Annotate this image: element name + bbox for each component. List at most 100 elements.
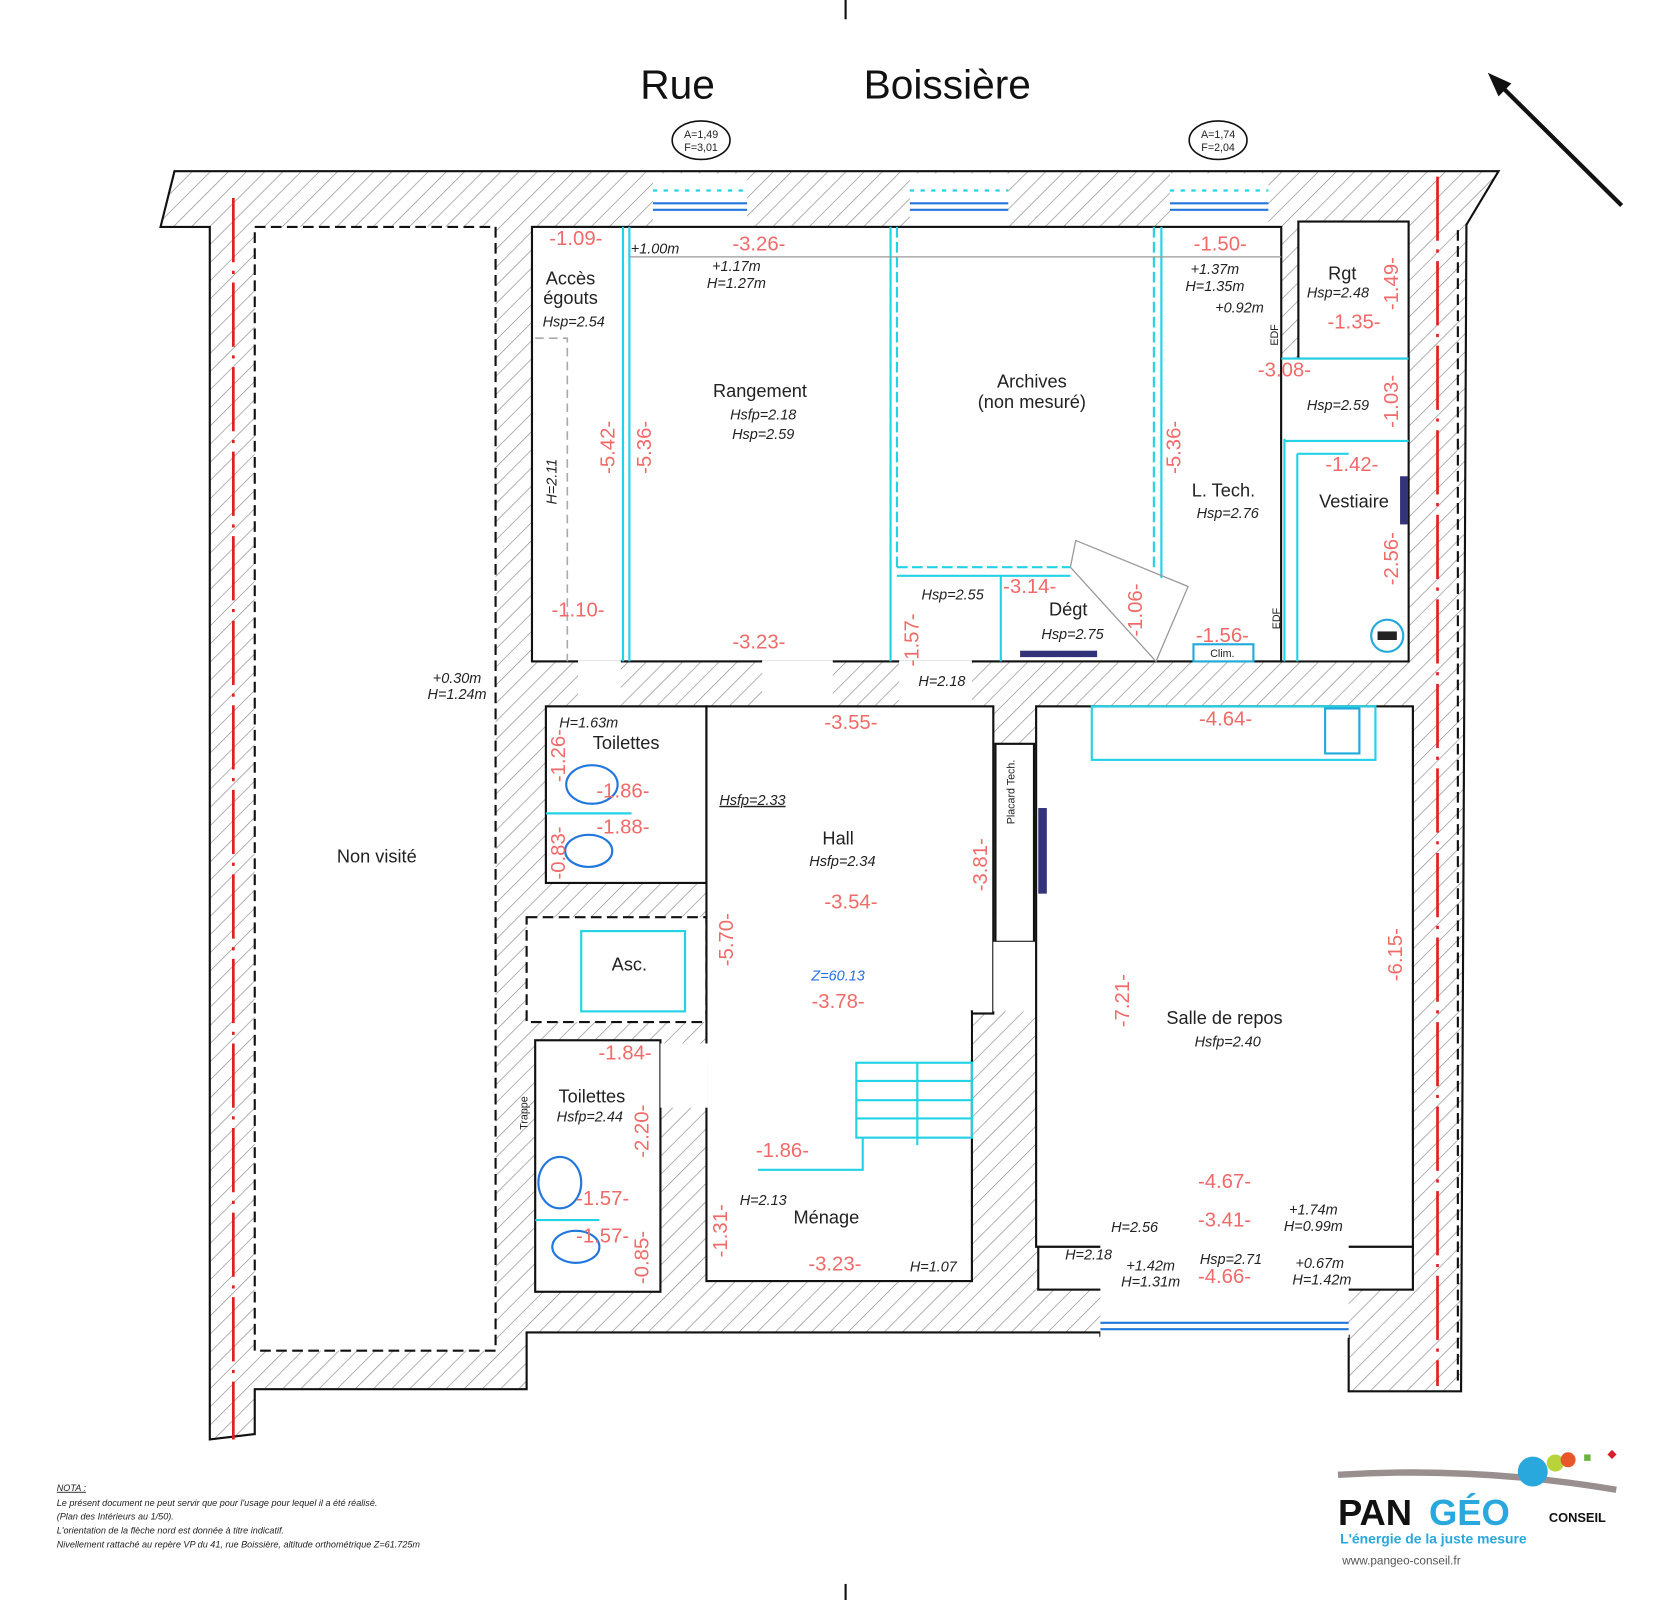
doorway	[762, 660, 833, 709]
logo-tagline: L'énergie de la juste mesure	[1340, 1530, 1527, 1546]
zone-non-visite	[253, 225, 497, 1352]
annotation: H=2.13	[740, 1193, 787, 1209]
facade-window	[652, 173, 748, 227]
facade-window	[1169, 173, 1269, 227]
room-toilettes-top	[544, 705, 708, 885]
facade-window	[909, 173, 1009, 227]
window-tag: A=1,49 F=3,01	[671, 120, 731, 161]
room-toilettes-bottom	[534, 1039, 662, 1293]
svg-text:(Plan des Intérieurs au 1/50).: (Plan des Intérieurs au 1/50).	[57, 1512, 174, 1522]
dimension: -3.41-	[1198, 1209, 1251, 1231]
dimension: -1.10-	[551, 599, 604, 621]
room-label: Salle de repos	[1166, 1008, 1282, 1028]
street-name-boissiere: Boissière	[864, 61, 1031, 107]
room-height: Hsfp=2.40	[1195, 1035, 1261, 1051]
annotation: +1.17m	[712, 259, 761, 275]
room-label: Rangement	[713, 381, 807, 401]
dimension: -3.81-	[970, 838, 992, 891]
room-height: Hsfp=2.18	[730, 408, 796, 424]
room-height: Hsp=2.76	[1197, 506, 1260, 522]
svg-text:NOTA :: NOTA :	[57, 1483, 87, 1493]
room-label: Dégt	[1049, 599, 1087, 619]
dimension: -3.23-	[732, 632, 785, 654]
annotation: EDF	[1271, 607, 1283, 629]
dimension: -1.86-	[756, 1140, 809, 1162]
room-label: Trappe	[519, 1096, 531, 1130]
stairs	[757, 1061, 973, 1171]
room-height: Hsfp=2.33	[719, 793, 785, 809]
annotation: H=0.99m	[1284, 1219, 1343, 1235]
annotation: H=1.24m	[428, 687, 487, 703]
annotation: Hsp=2.71	[1200, 1252, 1262, 1268]
svg-text:Le présent document ne peut se: Le présent document ne peut servir que p…	[57, 1498, 378, 1508]
room-label: L. Tech.	[1192, 481, 1255, 501]
dimension: -2.20-	[632, 1105, 654, 1158]
room-hall	[705, 705, 995, 1015]
dimension: -1.50-	[1194, 233, 1247, 255]
dimension: -2.56-	[1381, 532, 1403, 585]
dimension: -0.83-	[548, 826, 570, 879]
dimension: -1.56-	[1196, 625, 1249, 647]
doorway	[899, 660, 972, 709]
clim-unit	[1192, 643, 1255, 663]
logo-geo: GÉO	[1429, 1492, 1510, 1533]
dimension: -1.42-	[1325, 454, 1378, 476]
dimension: -3.23-	[808, 1253, 861, 1275]
dimension: -5.70-	[716, 913, 738, 966]
partitions	[535, 226, 1409, 663]
svg-text:L'orientation de la flèche nor: L'orientation de la flèche nord est donn…	[57, 1526, 284, 1536]
dimension: -1.57-	[576, 1226, 629, 1248]
dimension: -3.55-	[824, 712, 877, 734]
street-name-rue: Rue	[640, 61, 715, 107]
dimension: -5.36-	[634, 421, 656, 474]
annotation: H=1.63m	[559, 716, 618, 732]
annotation: +0.67m	[1295, 1256, 1344, 1272]
annotation: Hsp=2.55	[922, 587, 985, 603]
annotation: H=2.18	[1065, 1248, 1112, 1264]
room-label: (non mesuré)	[978, 392, 1086, 412]
dimension: -1.35-	[1327, 312, 1380, 334]
annotation: H=1.31m	[1121, 1274, 1180, 1290]
annotation: +1.74m	[1289, 1203, 1338, 1219]
dimension: -3.26-	[732, 233, 785, 255]
dimension: -1.09-	[549, 228, 602, 250]
dimension: -7.21-	[1112, 974, 1134, 1027]
room-label: Vestiaire	[1319, 491, 1389, 511]
room-height: Hsfp=2.44	[557, 1110, 623, 1126]
annotation: +0.30m	[433, 671, 482, 687]
dimension: -4.64-	[1199, 709, 1252, 731]
dimension: -1.03-	[1381, 375, 1403, 428]
room-height: Hsp=2.75	[1041, 627, 1104, 643]
annotation: H=2.56	[1111, 1220, 1159, 1236]
dimension: -3.54-	[824, 892, 877, 914]
pangeo-logo: PAN GÉO CONSEIL L'énergie de la juste me…	[1337, 1449, 1617, 1568]
annotation: +1.37m	[1191, 262, 1240, 278]
dimension: -3.14-	[1003, 576, 1056, 598]
sanitary-fixtures	[535, 764, 632, 1264]
room-height: Hsp=2.48	[1307, 286, 1369, 302]
svg-text:A=1,74: A=1,74	[1201, 129, 1235, 141]
annotation: +1.42m	[1126, 1258, 1175, 1274]
room-height: Hsp=2.59	[1307, 398, 1369, 414]
dimension: -5.36-	[1164, 421, 1186, 474]
svg-text:A=1,49: A=1,49	[684, 129, 718, 141]
dimension: -0.85-	[632, 1231, 654, 1284]
room-height: Hsfp=2.34	[809, 854, 875, 870]
room-label: Placard Tech.	[1006, 760, 1018, 825]
room-label: Rgt	[1328, 263, 1356, 283]
room-label: Ménage	[793, 1207, 859, 1227]
dimension: -1.49-	[1381, 257, 1403, 310]
elevator-cabin	[580, 930, 687, 1013]
dimension: -1.57-	[576, 1188, 629, 1210]
nota-block: NOTA : Le présent document ne peut servi…	[57, 1483, 421, 1550]
room-asc	[525, 916, 708, 1024]
dimension: -1.86-	[596, 780, 649, 802]
annotation: H=1.35m	[1185, 279, 1244, 295]
annotation: H=1.07	[910, 1259, 958, 1275]
svg-text:Nivellement rattaché au repère: Nivellement rattaché au repère VP du 41,…	[57, 1540, 421, 1550]
annotation: H=2.11	[545, 459, 561, 505]
room-salle-de-repos	[1035, 705, 1414, 1248]
annotation: EDF	[1269, 324, 1281, 346]
room-label: Hall	[822, 828, 853, 848]
room-label: Non visité	[337, 847, 417, 867]
